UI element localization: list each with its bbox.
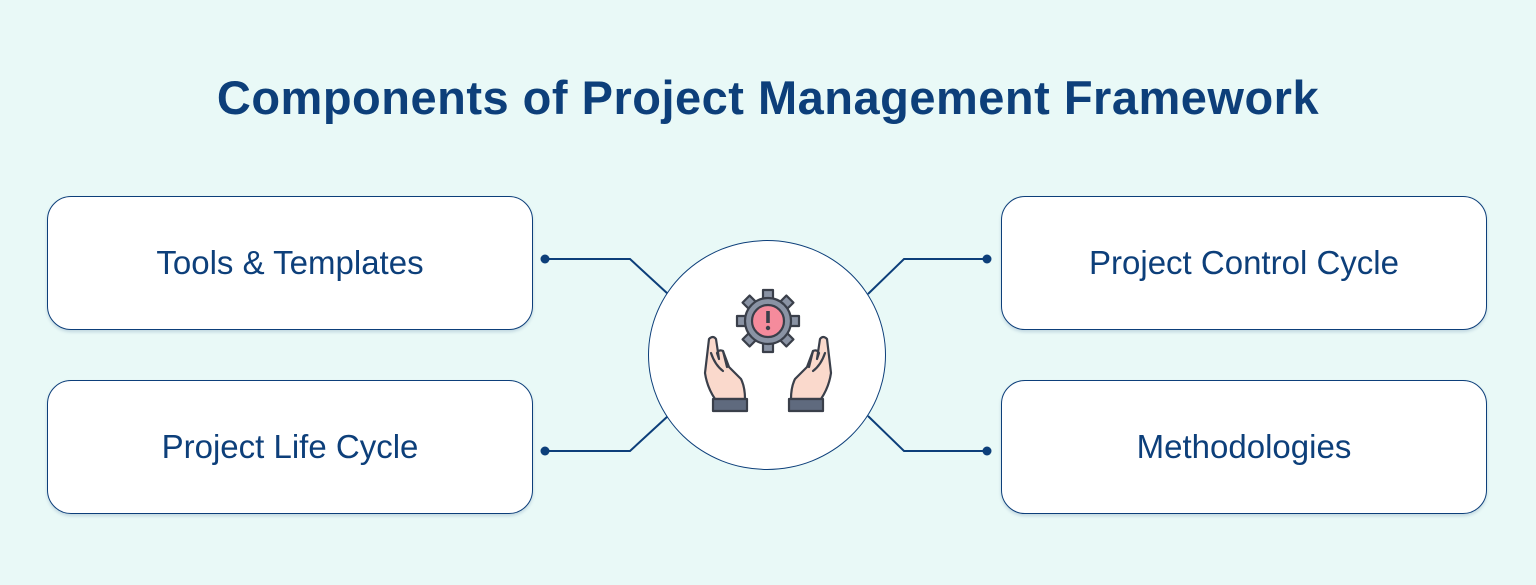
connector-dot (540, 254, 550, 264)
card-label: Methodologies (1136, 428, 1352, 465)
card-project-control-cycle: Project Control Cycle (1001, 196, 1487, 330)
connector-methodologies (867, 415, 987, 452)
card-tools-templates: Tools & Templates (47, 196, 533, 330)
connector-project-control-cycle (867, 258, 987, 295)
page-title: Components of Project Management Framewo… (216, 71, 1320, 124)
left-hand-icon (703, 335, 749, 413)
card-project-life-cycle: Project Life Cycle (47, 380, 533, 514)
card-label: Project Control Cycle (1089, 244, 1399, 281)
card-label: Tools & Templates (156, 244, 424, 281)
gear-icon (735, 288, 801, 354)
connector-project-life-cycle (545, 415, 669, 452)
central-hub (648, 240, 886, 470)
connector-dot (982, 254, 992, 264)
connector-dot (982, 446, 992, 456)
connector-dot (540, 446, 550, 456)
hands-with-gear-alert-icon (703, 288, 833, 413)
connector-tools-templates (545, 258, 669, 295)
card-methodologies: Methodologies (1001, 380, 1487, 514)
card-label: Project Life Cycle (161, 428, 419, 465)
right-hand-icon (787, 335, 833, 413)
